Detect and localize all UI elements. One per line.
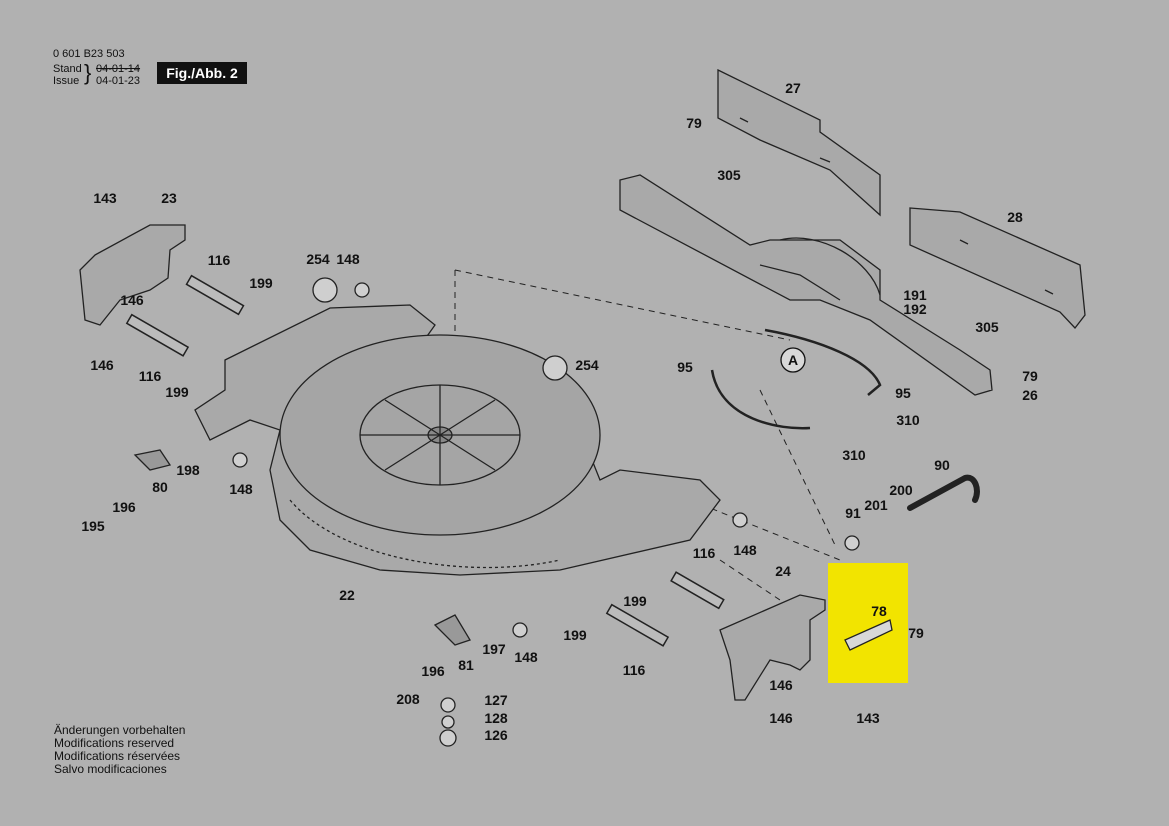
callout-label-22: 22 [339,587,355,603]
callout-label-196: 196 [112,499,136,515]
callout-label-199: 199 [563,627,587,643]
callout-label-24: 24 [775,563,791,579]
callout-label-79: 79 [908,625,924,641]
note-fr: Modifications réservées [54,749,181,763]
callout-label-148: 148 [733,542,757,558]
callout-label-199: 199 [165,384,189,400]
callout-label-146: 146 [120,292,144,308]
clamp-arc-95 [710,328,882,430]
callout-label-146: 146 [769,710,793,726]
callout-label-78: 78 [871,603,887,619]
stand-label: Stand [53,63,82,75]
callout-label-116: 116 [693,545,716,561]
callout-label-A: A [788,352,798,368]
detail-circle [780,347,806,373]
callout-label-254: 254 [306,251,330,267]
callout-label-201: 201 [864,497,888,513]
callout-label-254: 254 [575,357,599,373]
callout-label-90: 90 [934,457,950,473]
callout-label-310: 310 [842,447,866,463]
note-en: Modifications reserved [54,736,175,750]
callout-label-116: 116 [208,252,231,268]
note-es: Salvo modificaciones [54,762,167,776]
callout-label-305: 305 [717,167,741,183]
issue-label: Issue [53,75,80,87]
callout-label-146: 146 [90,357,114,373]
callout-label-305: 305 [975,319,999,335]
callout-label-80: 80 [152,479,168,495]
callout-label-195: 195 [81,518,105,534]
fence-27 [717,68,881,217]
callout-label-192: 192 [903,301,927,317]
callout-label-310: 310 [896,412,920,428]
modification-notes: Änderungen vorbehalten Modifications res… [54,724,185,776]
callout-label-95: 95 [677,359,693,375]
cover-23 [79,224,186,326]
callout-label-79: 79 [686,115,702,131]
callout-label-26: 26 [1022,387,1038,403]
callout-label-127: 127 [484,692,508,708]
fence-base-26 [619,174,993,396]
callout-label-148: 148 [514,649,538,665]
callout-label-79: 79 [1022,368,1038,384]
pins-116 [125,274,725,647]
stand-date: 04-01-14 [96,63,141,75]
doc-number: 0 601 B23 503 [53,48,125,60]
note-de: Änderungen vorbehalten [54,723,186,737]
brace-symbol: } [84,60,92,85]
callout-label-128: 128 [484,710,508,726]
callout-label-27: 27 [785,80,801,96]
callout-label-116: 116 [139,368,162,384]
callout-label-95: 95 [895,385,911,401]
callout-label-23: 23 [161,190,177,206]
callout-label-196: 196 [421,663,445,679]
callout-label-28: 28 [1007,209,1023,225]
fence-28 [909,207,1086,330]
callout-label-81: 81 [458,657,474,673]
callout-label-143: 143 [93,190,117,206]
callout-label-191: 191 [903,287,927,303]
callout-label-200: 200 [889,482,913,498]
callout-label-148: 148 [336,251,360,267]
callout-label-91: 91 [845,505,861,521]
callout-label-199: 199 [249,275,273,291]
issue-date: 04-01-23 [96,75,141,87]
callout-label-126: 126 [484,727,508,743]
callout-label-116: 116 [623,662,646,678]
callout-label-208: 208 [396,691,420,707]
callout-label-148: 148 [229,481,253,497]
highlight-78 [828,563,908,683]
table-base-22 [194,304,721,576]
callout-label-143: 143 [856,710,880,726]
callout-label-146: 146 [769,677,793,693]
callout-label-197: 197 [482,641,506,657]
callout-label-198: 198 [176,462,200,478]
figure-label: Fig./Abb. 2 [157,62,247,84]
cover-24 [719,594,826,701]
callout-label-199: 199 [623,593,647,609]
